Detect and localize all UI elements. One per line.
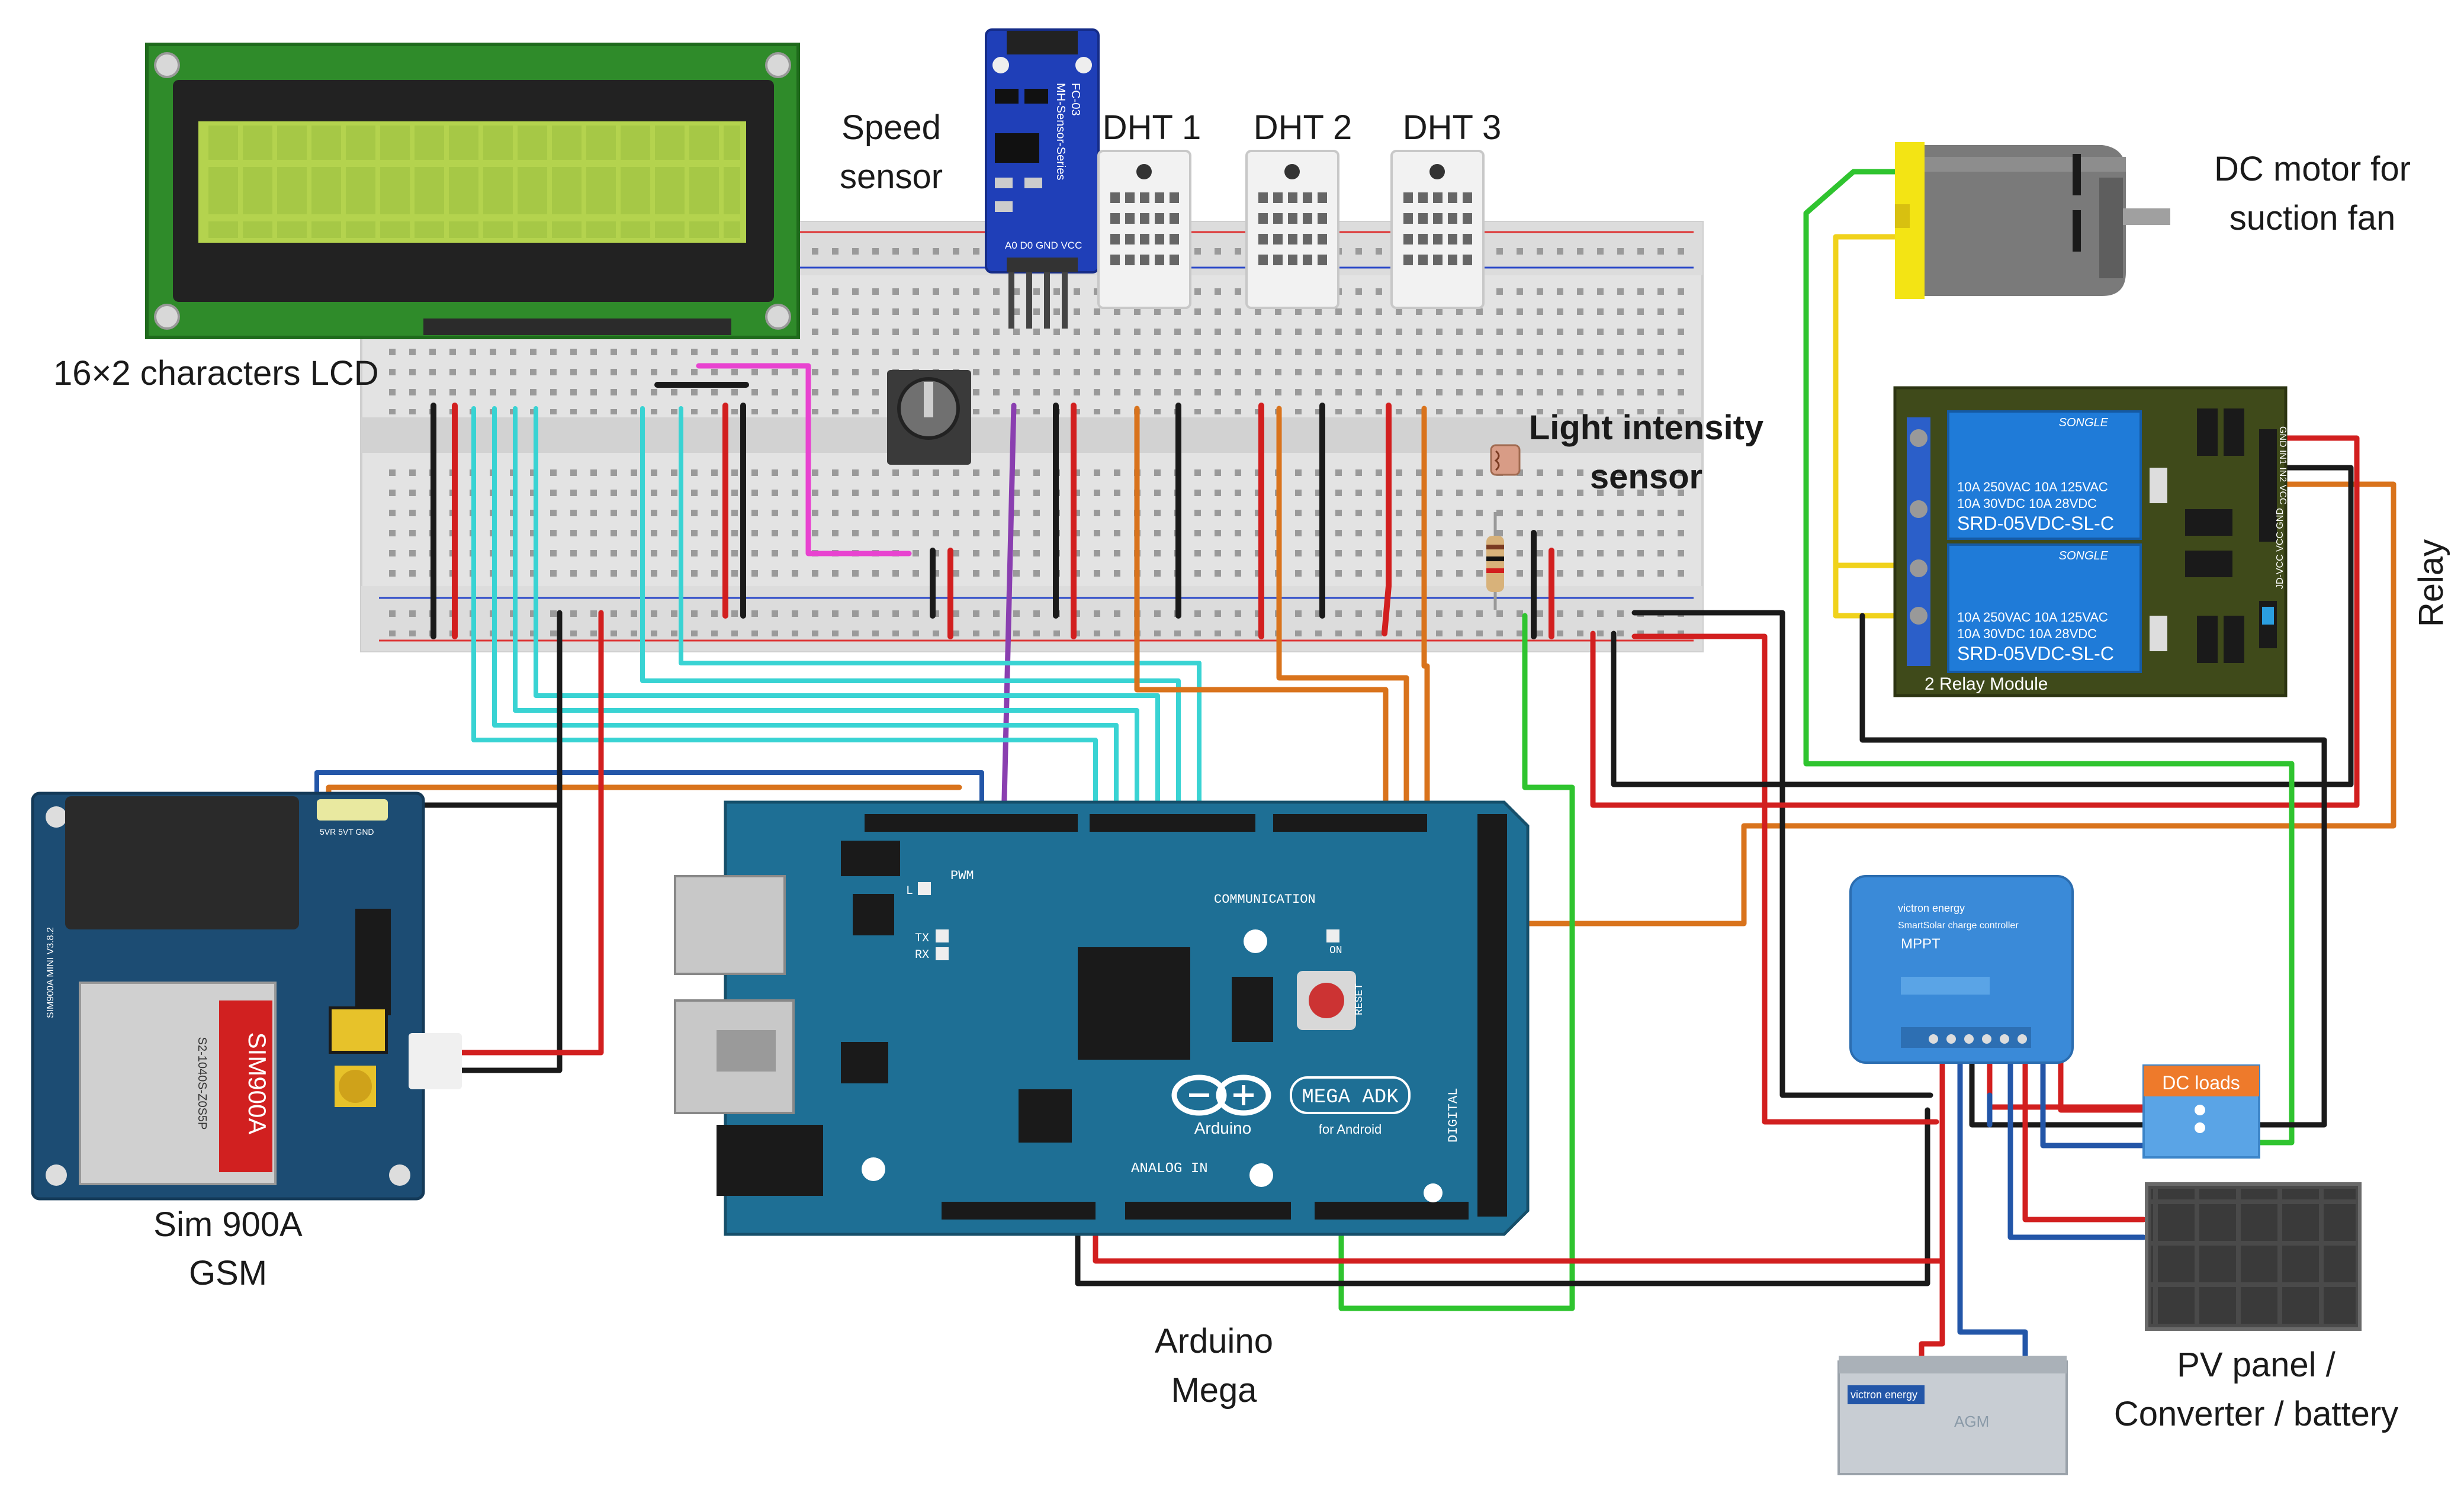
label-light-line1: Light intensity	[1529, 408, 1763, 447]
label-gsm-line2: GSM	[189, 1254, 267, 1292]
mppt-model: MPPT	[1901, 936, 1941, 952]
relay-rating-2a: 10A 250VAC 10A 125VAC	[1957, 610, 2108, 625]
relay-brand-2: SONGLE	[2059, 549, 2109, 562]
mppt-charge-controller: victron energy SmartSolar charge control…	[1849, 875, 2074, 1064]
label-arduino-line2: Mega	[1171, 1371, 1257, 1410]
relay-module-label: 2 Relay Module	[1925, 674, 2048, 694]
mppt-brand: victron energy	[1898, 902, 1965, 914]
resistor	[1486, 512, 1504, 610]
arduino-pwm-label: PWM	[950, 868, 974, 883]
relay-pins-jd: JD-VCC VCC GND	[2275, 508, 2285, 589]
arduino-reset-label: RESET	[1354, 983, 1366, 1015]
arduino-mega-board: MEGA ADK for Android Arduino PWM COMMUNI…	[674, 800, 1530, 1236]
label-lcd: 16×2 characters LCD	[53, 354, 379, 393]
gsm-chip-part: S2-1040S-Z0S5P	[195, 1037, 208, 1130]
relay-pins-in: GND IN1 IN2 VCC	[2277, 426, 2288, 504]
battery-type: AGM	[1954, 1413, 1989, 1430]
arduino-logo-text: Arduino	[1194, 1119, 1252, 1137]
lcd-display	[145, 43, 800, 339]
relay-brand-1: SONGLE	[2059, 416, 2109, 429]
label-arduino-line1: Arduino	[1155, 1322, 1273, 1360]
light-sensor-ldr	[1490, 444, 1521, 476]
relay-part-2: SRD-05VDC-SL-C	[1957, 643, 2114, 664]
dht-sensor-2	[1245, 150, 1339, 309]
arduino-l-label: L	[906, 884, 913, 898]
arduino-rx-label: RX	[915, 948, 929, 962]
label-speed-sensor-line1: Speed	[841, 108, 941, 147]
arduino-badge: MEGA ADK	[1302, 1086, 1399, 1109]
label-motor-line2: suction fan	[2230, 199, 2396, 237]
label-dht2: DHT 2	[1254, 108, 1353, 147]
label-speed-sensor-line2: sensor	[840, 157, 943, 196]
dc-loads-box: DC loads	[2142, 1064, 2260, 1159]
gsm-pins-label: 5VR 5VT GND	[320, 827, 374, 837]
relay-rating-2b: 10A 30VDC 10A 28VDC	[1957, 626, 2097, 641]
dht-sensor-1	[1097, 150, 1191, 309]
arduino-logo-icon	[1171, 1074, 1271, 1116]
label-relay: Relay	[2412, 539, 2450, 627]
dht-sensor-3	[1390, 150, 1485, 309]
relay-rating-1b: 10A 30VDC 10A 28VDC	[1957, 496, 2097, 511]
speed-module-series: MH-Sensor-Series	[1054, 83, 1067, 180]
lcd-pins	[423, 318, 731, 335]
gsm-module: SIM900A S2-1040S-Z0S5P SIM900A MINI V3.8…	[31, 792, 462, 1201]
battery-brand: victron energy	[1851, 1389, 1917, 1401]
dc-motor	[1895, 142, 2170, 299]
arduino-badge-sub: for Android	[1319, 1122, 1382, 1137]
gsm-chip-label: SIM900A	[243, 1032, 271, 1135]
gsm-board-label: SIM900A MINI V3.8.2	[46, 927, 56, 1018]
speed-sensor-module: FC-03 MH-Sensor-Series A0 D0 GND VCC	[985, 28, 1100, 329]
label-pv-line1: PV panel /	[2177, 1346, 2336, 1384]
battery: victron energy AGM	[1837, 1356, 2068, 1475]
arduino-digital-label: DIGITAL	[1446, 1088, 1461, 1143]
relay-module: SONGLE 10A 250VAC 10A 125VAC 10A 30VDC 1…	[1893, 386, 2288, 697]
label-gsm-line1: Sim 900A	[153, 1205, 303, 1244]
arduino-on-label: ON	[1329, 945, 1342, 957]
mppt-title: SmartSolar charge controller	[1898, 921, 2019, 931]
dc-loads-label: DC loads	[2162, 1072, 2240, 1093]
arduino-analog-label: ANALOG IN	[1131, 1161, 1208, 1177]
speed-module-title: FC-03	[1069, 83, 1082, 116]
solar-panel	[2145, 1182, 2362, 1331]
label-dht3: DHT 3	[1403, 108, 1502, 147]
label-motor-line1: DC motor for	[2214, 150, 2411, 188]
relay-block-1: SONGLE 10A 250VAC 10A 125VAC 10A 30VDC 1…	[1947, 410, 2142, 540]
relay-part-1: SRD-05VDC-SL-C	[1957, 513, 2114, 534]
potentiometer	[887, 370, 971, 465]
arduino-comm-label: COMMUNICATION	[1214, 892, 1316, 907]
speed-module-pins: A0 D0 GND VCC	[1005, 240, 1082, 251]
label-pv-line2: Converter / battery	[2114, 1395, 2398, 1433]
relay-block-2: SONGLE 10A 250VAC 10A 125VAC 10A 30VDC 1…	[1947, 543, 2142, 673]
label-dht1: DHT 1	[1103, 108, 1202, 147]
relay-rating-1a: 10A 250VAC 10A 125VAC	[1957, 480, 2108, 494]
arduino-tx-label: TX	[915, 932, 929, 945]
label-light-line2: sensor	[1590, 458, 1702, 496]
